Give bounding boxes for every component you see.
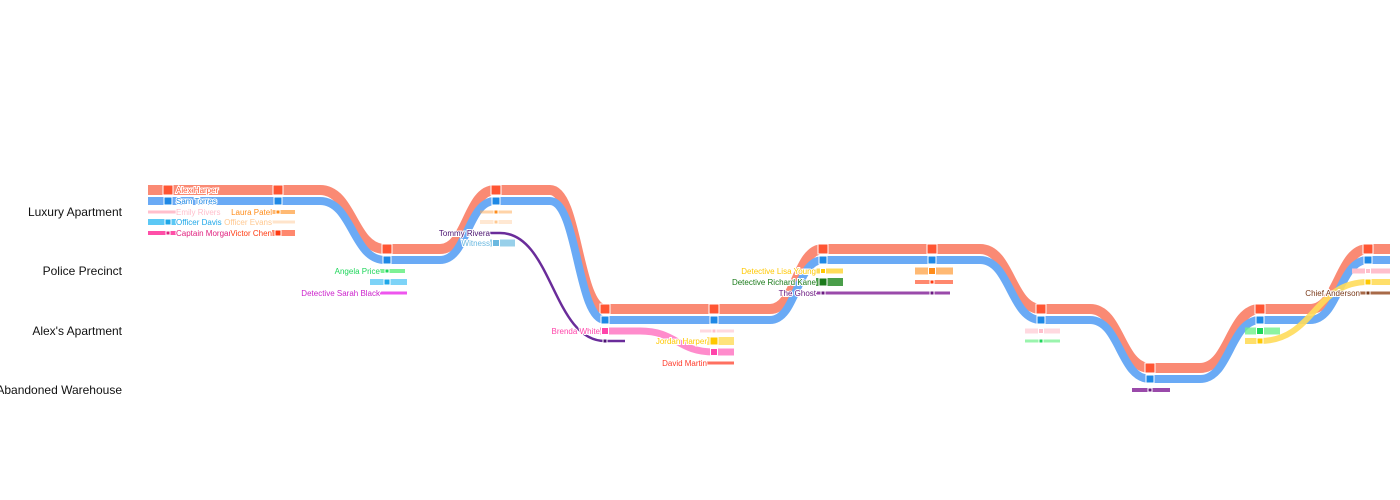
scene-marker[interactable]: [930, 280, 934, 284]
scene-marker[interactable]: [1036, 304, 1046, 314]
scene-marker[interactable]: [1257, 328, 1263, 334]
character-label: Witness: [462, 239, 490, 248]
scene-marker[interactable]: [819, 256, 827, 264]
character-label: Tommy Rivera: [439, 229, 491, 238]
scene-marker[interactable]: [493, 240, 499, 246]
scene-marker[interactable]: [712, 329, 716, 333]
character-label: Laura Patel: [231, 208, 272, 217]
scene-marker[interactable]: [821, 291, 825, 295]
scene-marker[interactable]: [1145, 363, 1155, 373]
location-label: Luxury Apartment: [28, 205, 123, 219]
scene-marker[interactable]: [711, 349, 717, 355]
character-label: Angela Price: [335, 267, 381, 276]
scene-marker[interactable]: [1366, 269, 1370, 273]
character-label: Sam Torres: [176, 197, 217, 206]
character-label: Officer Evans: [224, 218, 272, 227]
scene-marker[interactable]: [274, 197, 282, 205]
scene-marker[interactable]: [1039, 339, 1043, 343]
scene-marker[interactable]: [819, 278, 827, 286]
character-label: Detective Lisa Young: [741, 267, 816, 276]
character-line[interactable]: [1245, 279, 1390, 344]
scene-marker[interactable]: [600, 304, 610, 314]
scene-marker[interactable]: [930, 291, 934, 295]
scene-marker[interactable]: [710, 316, 718, 324]
scene-marker[interactable]: [821, 269, 825, 273]
scene-marker[interactable]: [818, 244, 828, 254]
scene-marker[interactable]: [1364, 256, 1372, 264]
character-label: Chief Anderson: [1305, 289, 1360, 298]
scene-marker[interactable]: [492, 197, 500, 205]
scene-marker[interactable]: [494, 210, 498, 214]
scene-marker[interactable]: [1148, 388, 1152, 392]
character-label: David Martin: [662, 359, 707, 368]
character-label: Alex Harper: [176, 186, 219, 195]
scene-marker[interactable]: [273, 185, 283, 195]
scene-marker[interactable]: [1039, 329, 1043, 333]
scene-marker[interactable]: [1366, 291, 1370, 295]
scene-marker[interactable]: [164, 197, 172, 205]
location-label: Alex's Apartment: [32, 324, 122, 338]
character-line[interactable]: [490, 231, 625, 343]
scene-marker[interactable]: [494, 220, 498, 224]
scene-marker[interactable]: [382, 244, 392, 254]
character-label: Jordan Harper: [656, 337, 707, 346]
character-label: Captain Morgan: [176, 229, 233, 238]
scene-marker[interactable]: [928, 256, 936, 264]
scene-marker[interactable]: [927, 244, 937, 254]
scene-marker[interactable]: [384, 279, 390, 285]
character-label: Brenda White: [552, 327, 601, 336]
scene-marker[interactable]: [710, 337, 718, 345]
scene-marker[interactable]: [1146, 375, 1154, 383]
scene-marker[interactable]: [603, 339, 607, 343]
character-label: Detective Richard Kane: [732, 278, 817, 287]
scene-marker[interactable]: [276, 210, 280, 214]
scene-marker[interactable]: [275, 230, 281, 236]
scene-marker[interactable]: [491, 185, 501, 195]
location-label: Police Precinct: [43, 264, 123, 278]
scene-marker[interactable]: [1365, 279, 1371, 285]
scene-marker[interactable]: [929, 268, 935, 274]
character-label: The Ghost: [779, 289, 817, 298]
scene-marker[interactable]: [163, 185, 173, 195]
scene-marker[interactable]: [166, 231, 170, 235]
scene-marker[interactable]: [1363, 244, 1373, 254]
character-label: Detective Sarah Black: [301, 289, 381, 298]
character-label: Emily Rivers: [176, 208, 220, 217]
scene-marker[interactable]: [1257, 338, 1263, 344]
character-label: Victor Chen: [230, 229, 272, 238]
scene-marker[interactable]: [383, 256, 391, 264]
scene-marker[interactable]: [602, 328, 608, 334]
location-label: Abandoned Warehouse: [0, 383, 122, 397]
scene-marker[interactable]: [1037, 316, 1045, 324]
scene-marker[interactable]: [1256, 316, 1264, 324]
scene-marker[interactable]: [385, 269, 389, 273]
scene-marker[interactable]: [709, 304, 719, 314]
scene-marker[interactable]: [601, 316, 609, 324]
character-label: Officer Davis: [176, 218, 222, 227]
scene-marker[interactable]: [165, 219, 171, 225]
scene-marker[interactable]: [1255, 304, 1265, 314]
